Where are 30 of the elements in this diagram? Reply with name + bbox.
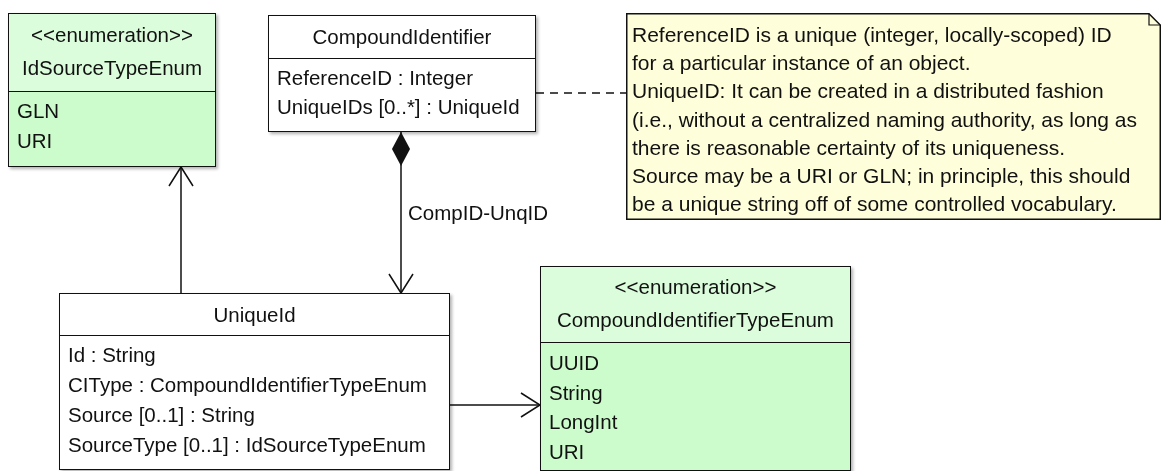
composition-arrow [388,131,414,294]
enum-literal: UUID [549,350,600,376]
class-box [59,293,450,470]
note-text: UniqueID: It can be created in a distributed fashion (i.e., without a centralized naming authority, as long as there is reasonable certainty of its uniqueness. [632,78,1139,161]
enum-literal: GLN [17,98,60,124]
enumeration-box [540,266,851,471]
enumeration-name: IdSourceTypeEnum [21,54,202,81]
association-arrow [168,166,194,294]
enum-literal: LongInt [549,409,618,435]
attribute-text: ReferenceID : Integer [277,65,473,91]
note-text: ReferenceID is a unique (integer, locally-scoped) ID for a particular instance of an object. [632,22,1113,77]
association-arrow [449,392,541,418]
attribute-text: UniqueIDs [0..*] : UniqueId [277,94,520,120]
attribute-text: Id : String [68,342,156,368]
enum-literal: URI [17,128,53,154]
enum-literal: URI [549,438,585,465]
class-name: UniqueId [213,301,296,328]
class-name: CompoundIdentifier [312,24,492,50]
stereotype-label: <<enumeration>> [614,273,777,300]
stereotype-label: <<enumeration>> [31,21,193,48]
class-box [268,15,536,132]
note-box [626,13,1161,220]
attribute-text: Source [0..1] : String [68,402,255,428]
attribute-text: CIType : CompoundIdentifierTypeEnum [68,372,427,398]
dashed-connector [535,92,627,94]
enumeration-box [8,13,216,167]
note-text: Source may be a URI or GLN; in principle, this should be a unique string off of some controlled vocabulary. [632,163,1132,218]
attribute-text: SourceType [0..1] : IdSourceTypeEnum [68,432,426,458]
enum-literal: String [549,379,603,406]
enumeration-name: CompoundIdentifierTypeEnum [557,306,834,333]
